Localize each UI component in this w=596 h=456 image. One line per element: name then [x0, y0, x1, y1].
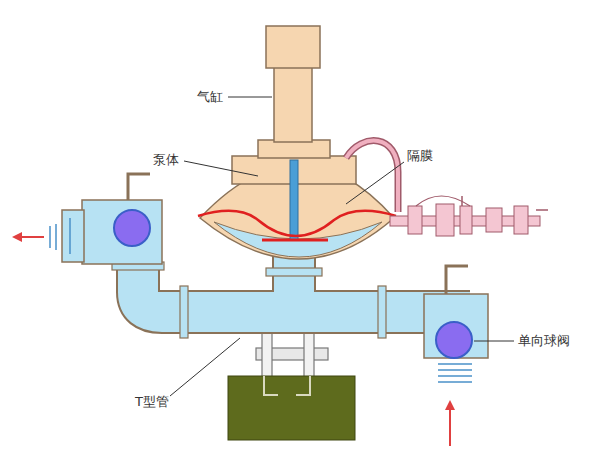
part-label: 单向球阀 [517, 333, 571, 349]
part-label: T型管 [134, 394, 170, 410]
part-label: 气缸 [196, 89, 224, 105]
part-label: 泵体 [152, 152, 180, 168]
part-label: 隔膜 [406, 148, 434, 164]
